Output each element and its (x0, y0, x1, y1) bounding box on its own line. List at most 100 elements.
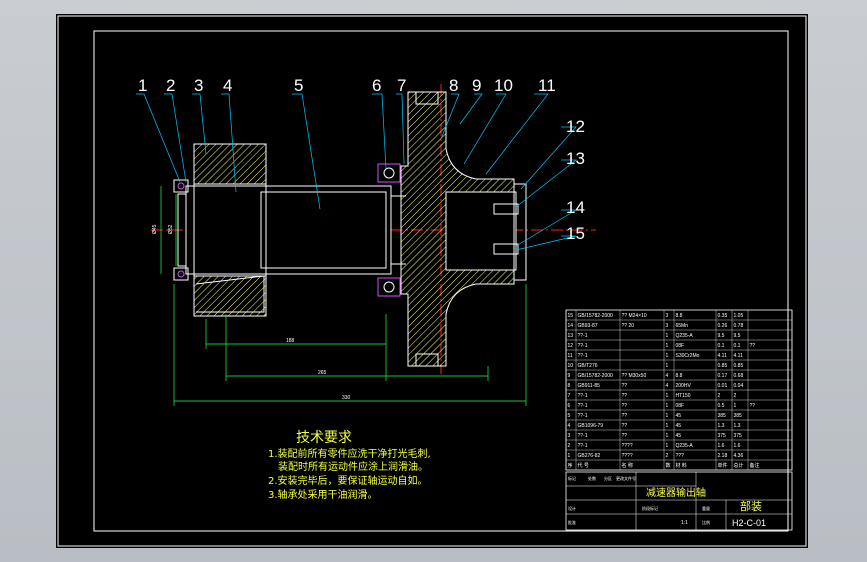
table-cell: 200HV (676, 383, 692, 389)
table-cell: 1 (666, 393, 669, 399)
table-cell: GB/T276 (578, 363, 598, 369)
balloon-12: 12 (566, 117, 585, 136)
table-cell: 11 (568, 353, 573, 359)
table-cell: 0.85 (718, 363, 728, 369)
table-cell: 12 (568, 343, 574, 349)
table-cell: 45 (676, 433, 682, 439)
table-cell: 15 (568, 313, 574, 319)
table-cell: 6 (568, 403, 571, 409)
balloon-15: 15 (566, 224, 585, 243)
title-block: 减速器输出轴 部装 H2-C-01 1:1 标记 处数 分区 更改文件号 设计 … (565, 471, 793, 531)
table-cell: 5 (568, 413, 571, 419)
balloon-6: 6 (372, 76, 381, 95)
table-cell: 4 (666, 383, 669, 389)
balloon-4: 4 (223, 76, 232, 95)
table-cell: 0.68 (734, 373, 744, 379)
table-cell: ?? M30x50 (622, 373, 647, 379)
table-cell: 3 (568, 433, 571, 439)
table-cell: ?? (622, 383, 628, 389)
title-scale: 1:1 (681, 520, 688, 526)
title-cell-approve: 批准 (568, 519, 576, 525)
table-cell: 7 (568, 393, 571, 399)
shaft (185, 185, 406, 275)
table-cell: 9.5 (718, 333, 725, 339)
left-bearing (173, 179, 189, 281)
title-cell-count: 处数 (588, 475, 596, 481)
table-cell: 8 (568, 383, 571, 389)
drawing-canvas[interactable]: Ø45 Ø52 188 265 330 (56, 14, 808, 548)
table-cell: 8.8 (676, 313, 683, 319)
table-cell: 9 (568, 373, 571, 379)
table-cell: ???? (622, 453, 633, 459)
title-cell-ratio: 比例 (702, 519, 710, 525)
table-cell: ??? (676, 453, 685, 459)
balloon-7: 7 (397, 76, 406, 95)
table-cell: 0.85 (734, 363, 744, 369)
table-cell: GB93-87 (578, 323, 598, 329)
table-header-cell: 名 称 (622, 462, 633, 469)
table-cell: S30Cr2Mo (676, 353, 700, 359)
table-cell: 1 (666, 343, 669, 349)
dim-left-dia: Ø45 (152, 224, 158, 234)
table-cell: 4.36 (734, 453, 744, 459)
table-cell: ??-1 (578, 413, 588, 419)
title-cell-weight: 重量 (702, 505, 710, 511)
table-cell: 1 (568, 453, 571, 459)
table-cell: Q235-A (676, 333, 694, 339)
table-header-cell: 备注 (750, 462, 760, 469)
title-cell-mark: 标记 (568, 475, 576, 481)
table-cell: 1 (666, 423, 669, 429)
technical-notes: 技术要求 1.装配前所有零件应洗干净打光毛刺, 装配时所有运动件应涂上润滑油。 … (268, 430, 431, 501)
table-cell: ??-1 (578, 443, 588, 449)
gear (193, 143, 267, 317)
table-cell: 8.8 (676, 373, 683, 379)
balloon-9: 9 (472, 76, 481, 95)
table-cell: ?? (622, 423, 628, 429)
table-cell: 2.18 (718, 453, 728, 459)
balloon-14: 14 (566, 198, 585, 217)
balloon-10: 10 (494, 76, 513, 95)
title-drawing-no: H2-C-01 (732, 518, 766, 528)
table-cell: 08F (676, 343, 685, 349)
table-cell: ??-1 (578, 393, 588, 399)
table-cell: ?? M24×10 (622, 313, 647, 319)
dim-mid-dia: Ø52 (168, 224, 174, 234)
table-cell: 1 (666, 403, 669, 409)
table-header-cell: 序 (568, 462, 573, 469)
balloon-8: 8 (449, 76, 458, 95)
table-cell: 4.11 (718, 353, 728, 359)
table-cell: GB/15782-2000 (578, 373, 614, 379)
table-cell: GB/15782-2000 (578, 313, 614, 319)
table-cell: 2 (718, 393, 721, 399)
table-cell: ??-1 (578, 343, 588, 349)
table-cell: 1 (666, 413, 669, 419)
table-header-cell: 材 料 (676, 462, 687, 469)
balloon-1: 1 (138, 76, 147, 95)
note-line-1: 1.装配前所有零件应洗干净打光毛刺, (268, 447, 431, 460)
table-cell: ??-1 (578, 333, 588, 339)
table-cell: 1.05 (734, 313, 744, 319)
balloon-11: 11 (538, 76, 556, 95)
table-header-cell: 代 号 (578, 462, 589, 469)
table-cell: 45 (676, 423, 682, 429)
table-cell: GB1096-79 (578, 423, 604, 429)
table-header-cell: 总计 (734, 462, 744, 469)
table-cell: 375 (718, 433, 727, 439)
table-cell: 1 (734, 403, 737, 409)
table-cell: 1.3 (734, 423, 741, 429)
table-cell: 385 (734, 413, 743, 419)
table-cell: 0.5 (718, 403, 725, 409)
table-cell: 0.1 (734, 343, 741, 349)
table-cell: 4 (666, 373, 669, 379)
balloon-2: 2 (166, 76, 175, 95)
title-cell-change: 更改文件号 (616, 475, 636, 481)
dim-length-total: 330 (342, 395, 351, 401)
table-cell: ?? 20 (622, 323, 635, 329)
right-bearing (377, 163, 401, 297)
table-cell: 65Mn (676, 323, 689, 329)
table-cell: 2 (666, 453, 669, 459)
dim-length-1: 188 (286, 338, 295, 344)
table-cell: ??-1 (578, 403, 588, 409)
title-company: 部装 (740, 499, 762, 513)
